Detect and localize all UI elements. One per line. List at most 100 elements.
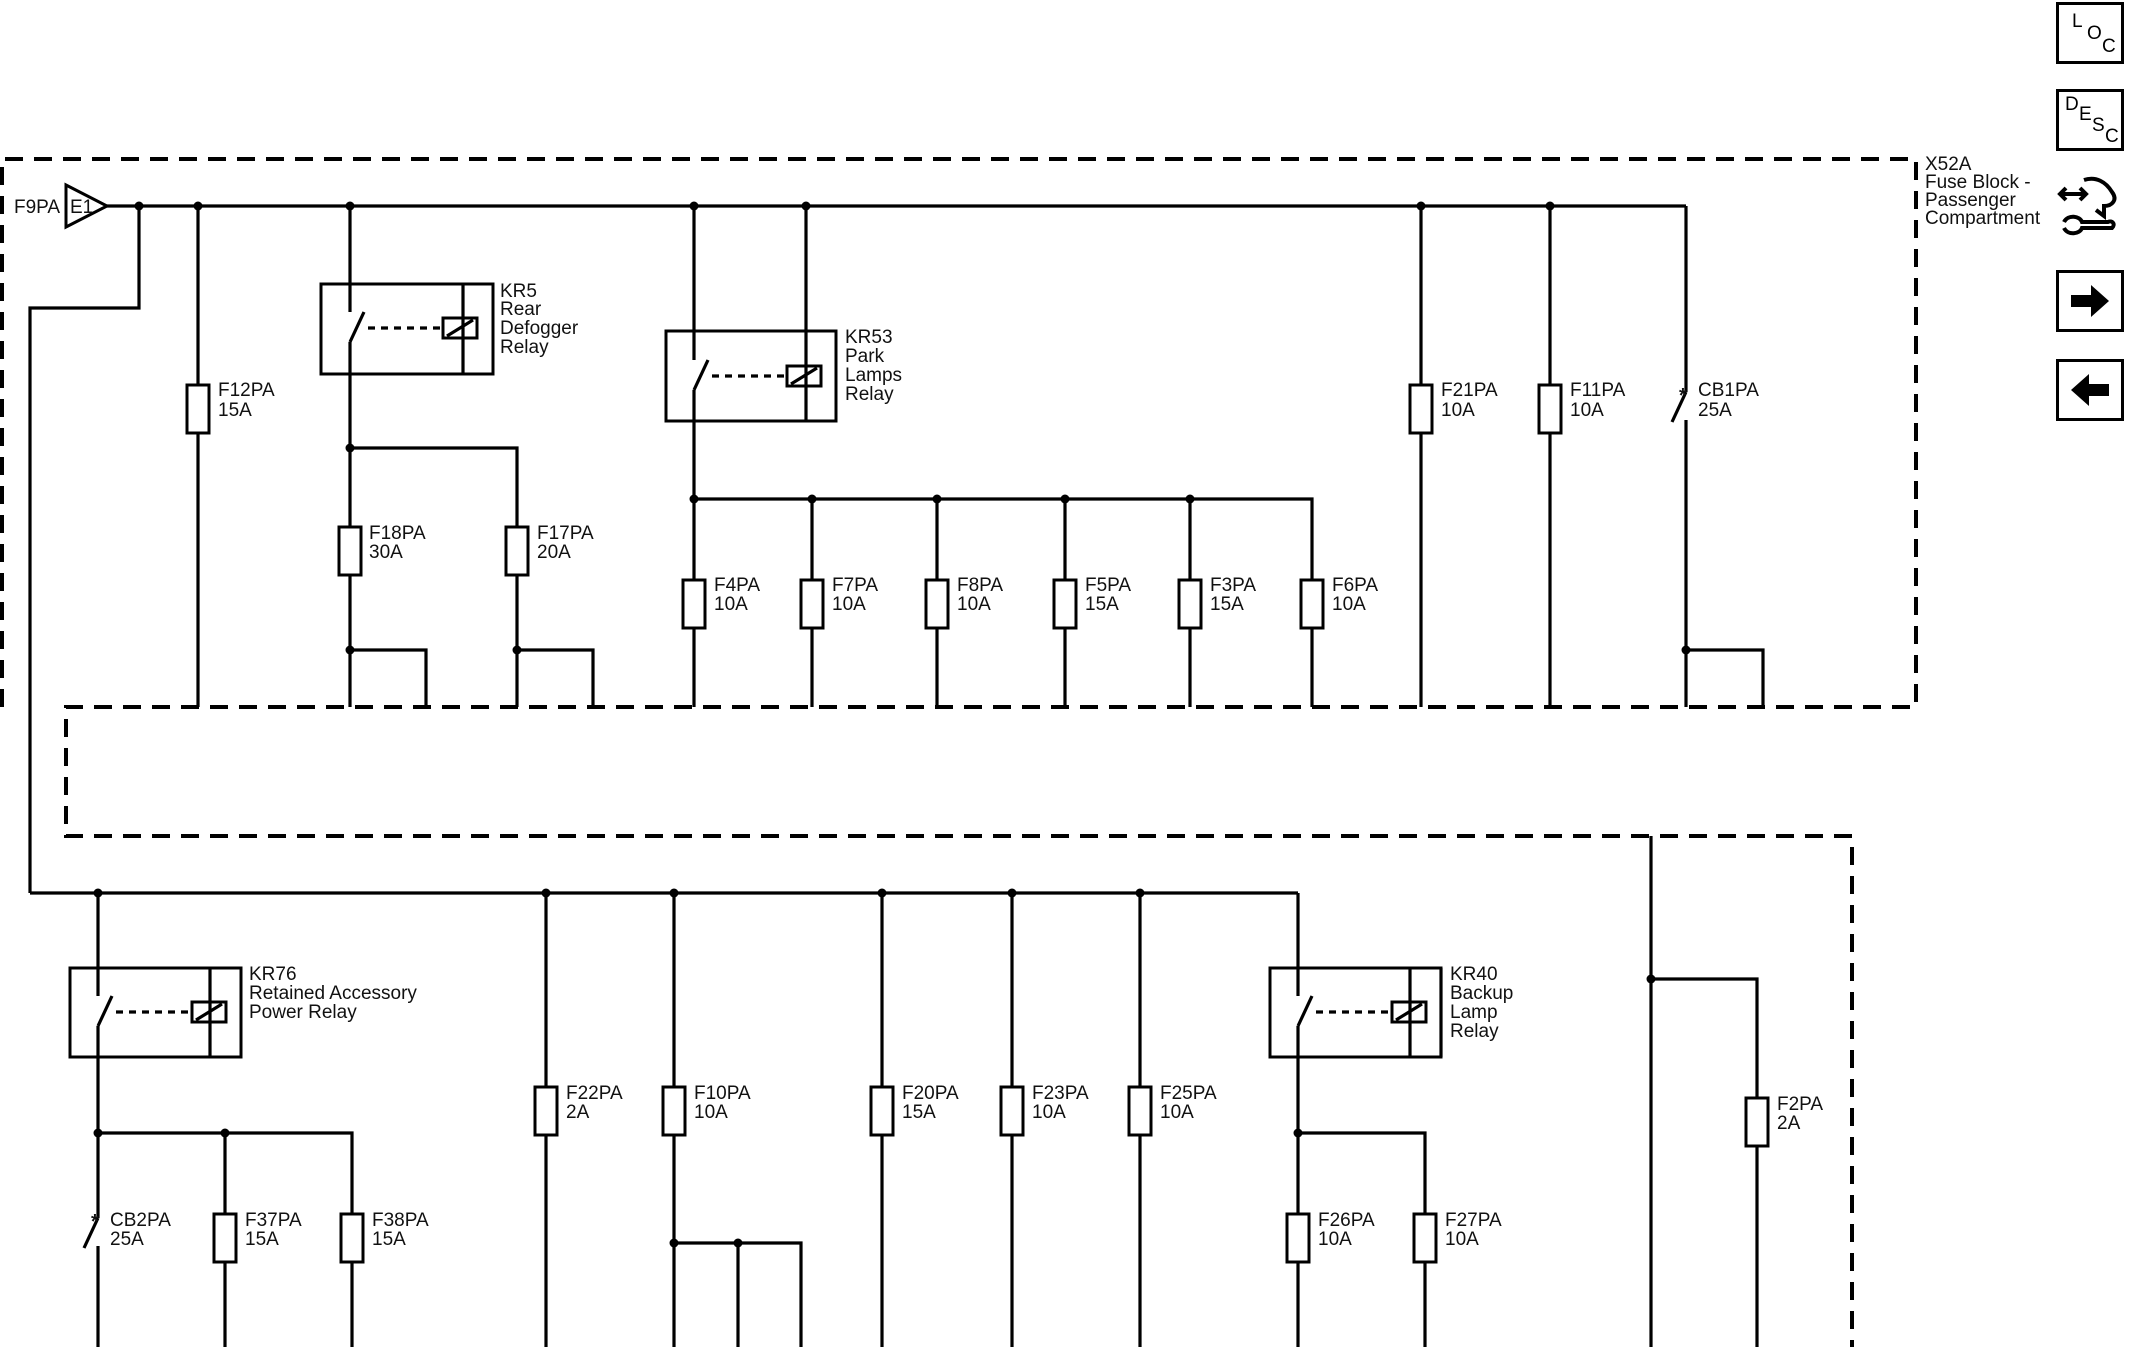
wire-f18pa-jumper [350, 648, 428, 707]
fuse-f6pa-name: F6PA [1332, 575, 1378, 596]
fuse-f8pa-rating: 10A [957, 594, 991, 615]
fuse-f11pa-name: F11PA [1570, 380, 1626, 401]
description-letter-s: S [2092, 115, 2105, 136]
relay-kr76-label-1: KR76 [249, 964, 297, 985]
fuse-f12pa [185, 383, 211, 435]
wire-f10pa-jumper [674, 1241, 803, 1347]
fuse-f2pa [1744, 1096, 1770, 1148]
breaker-cb1pa-name: CB1PA [1698, 380, 1759, 401]
fuse-f10pa-name: F10PA [694, 1083, 751, 1104]
fuse-f2pa-rating: 2A [1777, 1113, 1801, 1134]
fuse-f10pa [661, 1085, 687, 1137]
location-button[interactable]: L O C [2056, 2, 2124, 64]
next-page-icon [2071, 285, 2109, 317]
feed-label: F9PA [14, 197, 60, 218]
relay-kr5-coil-mark [446, 318, 474, 338]
relay-kr76-coil [190, 1000, 228, 1024]
fuse-f22pa-name: F22PA [566, 1083, 623, 1104]
relay-kr76-label-2: Retained Accessory [249, 983, 417, 1004]
fuse-f17pa [504, 525, 530, 577]
fuse-f6pa-rating: 10A [1332, 594, 1366, 615]
fuse-block-outline-upper [0, 157, 1918, 1347]
breaker-cb2pa-rating: 25A [110, 1229, 144, 1250]
fuse-f12pa-name: F12PA [218, 380, 275, 401]
fuse-f26pa-name: F26PA [1318, 1210, 1375, 1231]
fuse-f27pa [1412, 1212, 1438, 1264]
block-name-line-3: Compartment [1925, 208, 2041, 229]
relay-kr76-contact [96, 995, 114, 1027]
fuse-f23pa-rating: 10A [1032, 1102, 1066, 1123]
fuse-f3pa [1177, 578, 1203, 630]
location-letter-c: C [2102, 36, 2116, 57]
breaker-cb2pa [82, 1217, 100, 1249]
fuse-f17pa-name: F17PA [537, 523, 594, 544]
description-button[interactable]: D E S C [2056, 89, 2124, 151]
fuse-f18pa [337, 525, 363, 577]
fuse-f26pa-rating: 10A [1318, 1229, 1352, 1250]
relay-kr76-coil-mark [195, 1002, 223, 1022]
fuse-f5pa-rating: 15A [1085, 594, 1119, 615]
fuse-f37pa-name: F37PA [245, 1210, 302, 1231]
breaker-cb1pa [1670, 391, 1688, 423]
relay-kr53 [664, 329, 838, 423]
fuse-f8pa [924, 578, 950, 630]
component-views-button[interactable] [2056, 170, 2124, 250]
lower-junctions [93, 888, 1656, 1248]
next-page-button[interactable] [2056, 270, 2124, 332]
previous-page-icon [2071, 374, 2109, 406]
fuse-f25pa [1127, 1085, 1153, 1137]
breaker-cb1pa-rating: 25A [1698, 400, 1732, 421]
fuse-f23pa [999, 1085, 1025, 1137]
fuse-f7pa-name: F7PA [832, 575, 878, 596]
fuse-f38pa-rating: 15A [372, 1229, 406, 1250]
breaker-cb2pa-name: CB2PA [110, 1210, 171, 1231]
location-letter-o: O [2087, 23, 2102, 44]
description-letter-c: C [2105, 126, 2119, 147]
fuse-f38pa-name: F38PA [372, 1210, 429, 1231]
fuse-f4pa-rating: 10A [714, 594, 748, 615]
fuse-f37pa-rating: 15A [245, 1229, 279, 1250]
relay-kr5-label-4: Relay [500, 337, 549, 358]
previous-page-button[interactable] [2056, 359, 2124, 421]
relay-kr53-coil [785, 364, 823, 388]
fuse-f7pa [799, 578, 825, 630]
fuse-f11pa-rating: 10A [1570, 400, 1604, 421]
relay-kr40-label-1: KR40 [1450, 964, 1498, 985]
fuse-f4pa [681, 578, 707, 630]
fuse-f23pa-name: F23PA [1032, 1083, 1089, 1104]
fuse-f27pa-name: F27PA [1445, 1210, 1502, 1231]
wire-f27pa [1298, 1131, 1427, 1347]
connector-e1 [64, 182, 111, 230]
fuse-f37pa [212, 1212, 238, 1264]
relay-kr40-coil [1390, 1000, 1428, 1024]
relay-kr5-coil [441, 316, 479, 340]
wire-park-bus [694, 497, 1314, 707]
fuse-f21pa [1408, 383, 1434, 435]
location-letter-l: L [2072, 11, 2083, 32]
breaker-cb1pa-mark: * [1679, 385, 1687, 407]
fuse-f20pa-rating: 15A [902, 1102, 936, 1123]
relay-kr5-contact [348, 311, 366, 343]
relay-kr76-label-3: Power Relay [249, 1002, 357, 1023]
fuse-f25pa-rating: 10A [1160, 1102, 1194, 1123]
fuse-f18pa-rating: 30A [369, 542, 403, 563]
fuse-f38pa [339, 1212, 365, 1264]
fuse-f3pa-rating: 15A [1210, 594, 1244, 615]
fuse-f7pa-rating: 10A [832, 594, 866, 615]
relay-kr40-contact [1296, 995, 1314, 1027]
fuse-f12pa-rating: 15A [218, 400, 252, 421]
connector-label: E1 [70, 197, 93, 218]
wire-f2pa [1651, 977, 1759, 1347]
component-views-icon [2057, 176, 2117, 236]
relay-kr5-label-1: KR5 [500, 281, 537, 302]
relay-kr5 [319, 282, 495, 376]
fuse-f11pa [1537, 383, 1563, 435]
wire-cb1pa-jumper [1686, 648, 1765, 707]
relay-kr5-label-3: Defogger [500, 318, 579, 339]
relay-kr40-label-2: Backup [1450, 983, 1513, 1004]
bus-crossover [28, 206, 141, 893]
relay-kr40-label-3: Lamp [1450, 1002, 1498, 1023]
fuse-f18pa-name: F18PA [369, 523, 426, 544]
breaker-cb2pa-mark: * [91, 1211, 99, 1233]
